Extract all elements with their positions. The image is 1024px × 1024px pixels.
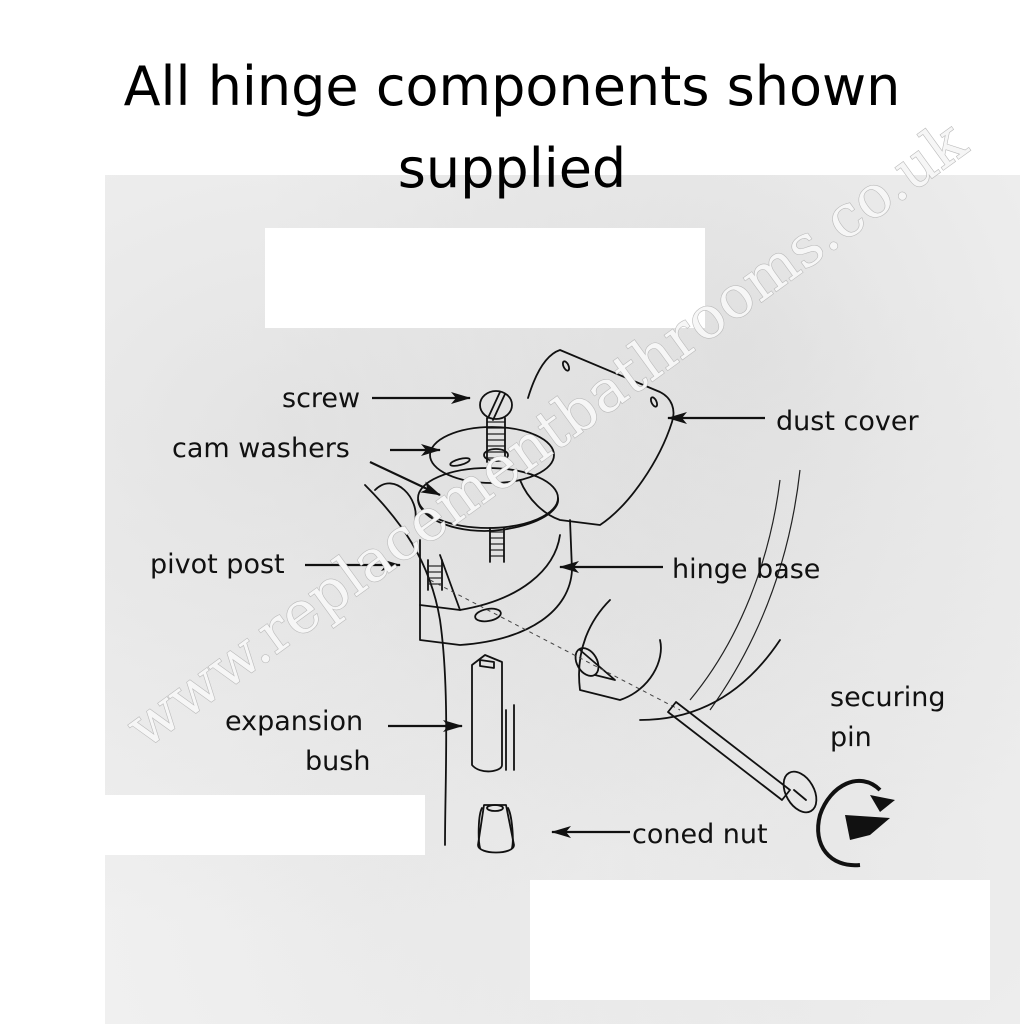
expansion-bush-part [471,654,515,773]
paper-patch [530,880,990,1000]
label-pivot-post: pivot post [150,549,285,580]
page-title-line-1: All hinge components shown [123,55,901,118]
dust-cover-part [519,349,675,526]
label-hinge-base: hinge base [672,554,820,585]
label-securing-pin-line-2: pin [830,722,872,753]
label-expansion-bush-line-1: expansion [225,706,363,737]
label-securing-pin-line-1: securing [830,682,946,713]
label-expansion-bush-line-2: bush [305,746,370,777]
coned-nut-part [477,804,515,854]
cam-washer-arrow-bottom [369,461,441,496]
screw-part [479,390,513,463]
toilet-rim-outline [364,469,801,846]
label-coned-nut: coned nut [632,819,768,850]
hinge-base-part [419,519,573,646]
page-title-line-2: supplied [397,137,627,200]
bowl-boss-part [574,599,662,701]
label-screw: screw [282,383,360,414]
securing-pin-part [667,701,818,814]
paper-patch [105,795,425,855]
label-cam-washers: cam washers [172,433,350,464]
clockwise-rotate-arrow-icon [816,778,895,868]
pivot-post-part [427,559,443,591]
alignment-axis-line [429,579,681,711]
label-dust-cover: dust cover [776,406,919,437]
paper-patch [265,228,705,328]
